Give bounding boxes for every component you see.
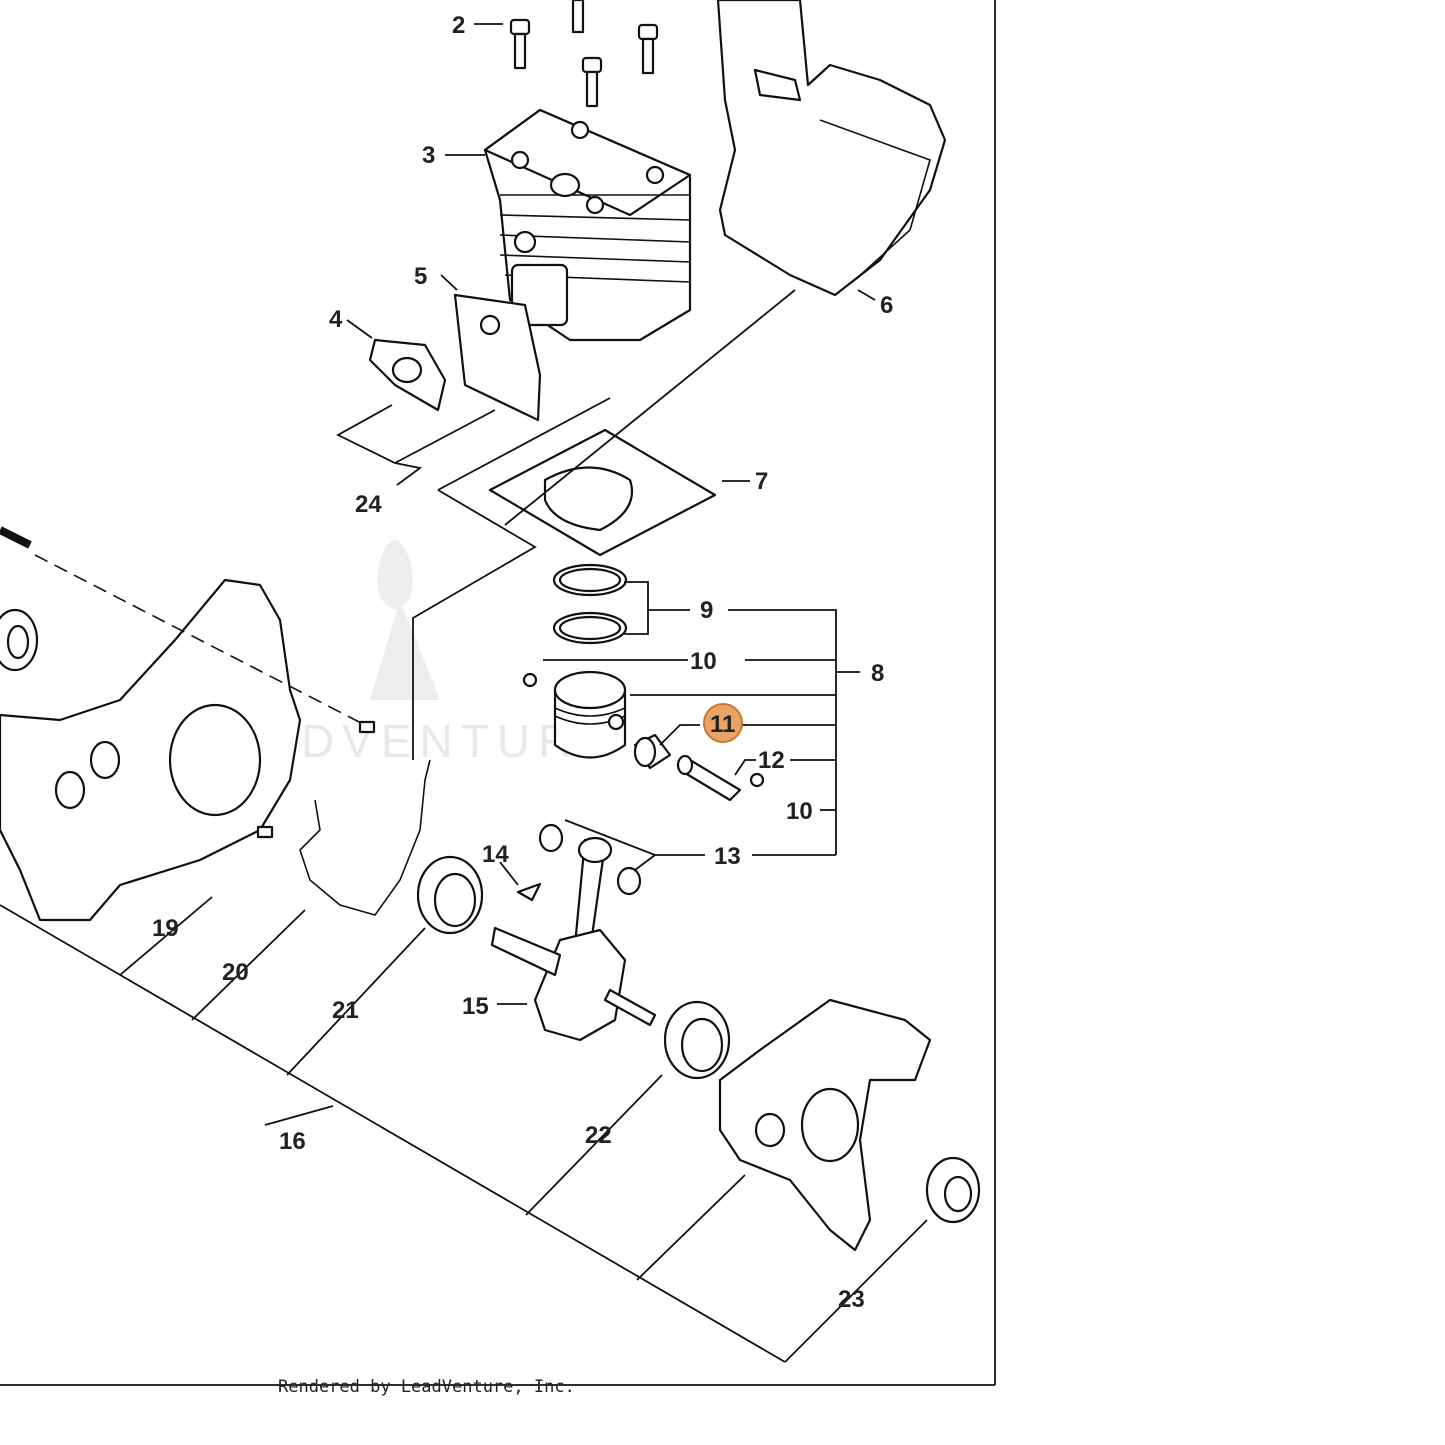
thrust-washer-left[interactable] (538, 823, 564, 853)
muffler-gasket-cover[interactable] (716, 0, 947, 297)
stud (0, 526, 32, 549)
callout-19[interactable]: 19 (152, 915, 179, 942)
callout-11-highlight[interactable] (703, 703, 743, 743)
dowel-pin-upper[interactable] (358, 720, 376, 734)
cylinder-base-gasket[interactable] (488, 428, 717, 557)
callout-10-top[interactable]: 10 (690, 648, 717, 675)
needle-cage[interactable] (633, 733, 672, 770)
callout-labels: 2 3 4 5 6 7 24 9 10 8 11 12 10 13 14 15 … (152, 12, 893, 1313)
callout-20[interactable]: 20 (222, 959, 249, 986)
crankcase-half-right[interactable] (718, 998, 932, 1252)
oil-seal[interactable] (925, 1156, 981, 1224)
screw-group[interactable] (509, 0, 659, 108)
callout-4[interactable]: 4 (329, 306, 343, 333)
piston-rings[interactable] (552, 563, 628, 645)
crankshaft[interactable] (490, 836, 657, 1042)
callout-7[interactable]: 7 (755, 468, 768, 495)
callout-23[interactable]: 23 (838, 1286, 865, 1313)
callout-8[interactable]: 8 (871, 660, 884, 687)
callout-22[interactable]: 22 (585, 1122, 612, 1149)
insulating-flange[interactable] (453, 293, 542, 422)
circlip-top[interactable] (522, 672, 538, 688)
crankcase-gasket[interactable] (299, 759, 431, 916)
callout-15[interactable]: 15 (462, 993, 489, 1020)
intake-gasket[interactable] (368, 338, 447, 412)
callout-14[interactable]: 14 (482, 841, 509, 868)
thrust-washer-right[interactable] (616, 866, 642, 896)
cylinder[interactable] (483, 108, 692, 342)
callout-24[interactable]: 24 (355, 491, 382, 518)
callout-13[interactable]: 13 (714, 843, 741, 870)
callout-12[interactable]: 12 (758, 747, 785, 774)
piston-pin[interactable] (676, 754, 742, 802)
woodruff-key[interactable] (516, 882, 542, 902)
assembly-dash-line (34, 554, 366, 726)
callout-9[interactable]: 9 (700, 597, 713, 624)
dowel-pin-lower[interactable] (256, 825, 274, 839)
ball-bearing-left[interactable] (416, 855, 484, 935)
callout-3[interactable]: 3 (422, 142, 435, 169)
crankcase-half-left[interactable] (0, 578, 302, 922)
callout-6[interactable]: 6 (880, 292, 893, 319)
render-credit: Rendered by LeadVenture, Inc. (278, 1377, 575, 1397)
callout-10-bottom[interactable]: 10 (786, 798, 813, 825)
callout-16[interactable]: 16 (279, 1128, 306, 1155)
leader-lines (0, 23, 928, 1363)
ball-bearing-right[interactable] (663, 1000, 731, 1080)
circlip-bottom[interactable] (749, 772, 765, 788)
callout-21[interactable]: 21 (332, 997, 359, 1024)
callout-5[interactable]: 5 (414, 263, 427, 290)
callout-11[interactable]: 11 (710, 711, 735, 738)
piston[interactable] (553, 670, 627, 759)
callout-2[interactable]: 2 (452, 12, 465, 39)
